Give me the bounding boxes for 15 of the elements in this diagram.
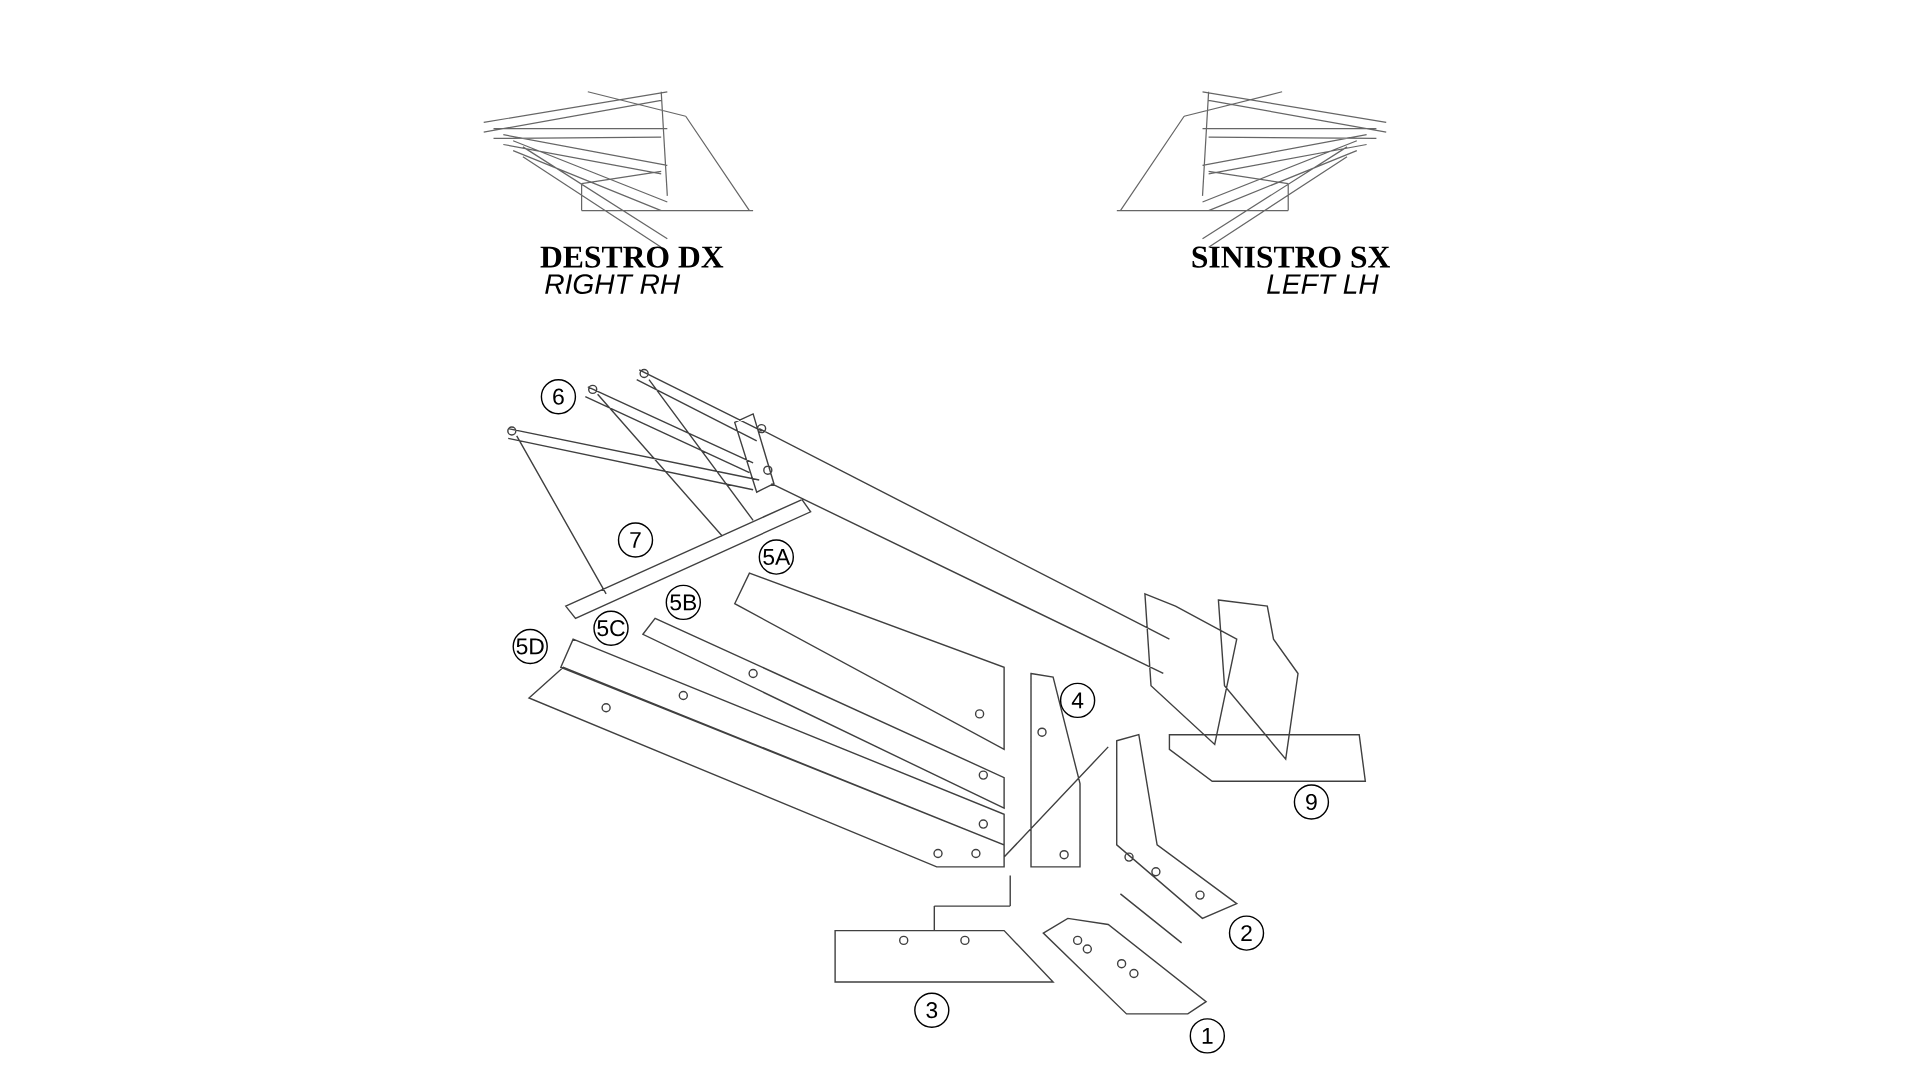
callout-number: 5A <box>758 539 794 575</box>
callout-number: 3 <box>914 992 950 1028</box>
heading: DESTRO DX <box>540 246 724 268</box>
callout-number: 4 <box>1059 682 1096 719</box>
callout-number: 5B <box>665 584 701 621</box>
subheading: RIGHT RH <box>545 274 681 295</box>
callout-number: 5D <box>512 628 548 665</box>
callout-number: 9 <box>1293 784 1330 820</box>
subheading: LEFT LH <box>1267 274 1379 294</box>
heading: SINISTRO SX <box>1192 246 1390 268</box>
callout-number: 1 <box>1189 1018 1226 1054</box>
callout-number: 7 <box>617 522 654 558</box>
callout-number: 6 <box>540 379 577 415</box>
callout-number: 5C <box>593 610 629 646</box>
callout-number: 2 <box>1228 915 1265 951</box>
